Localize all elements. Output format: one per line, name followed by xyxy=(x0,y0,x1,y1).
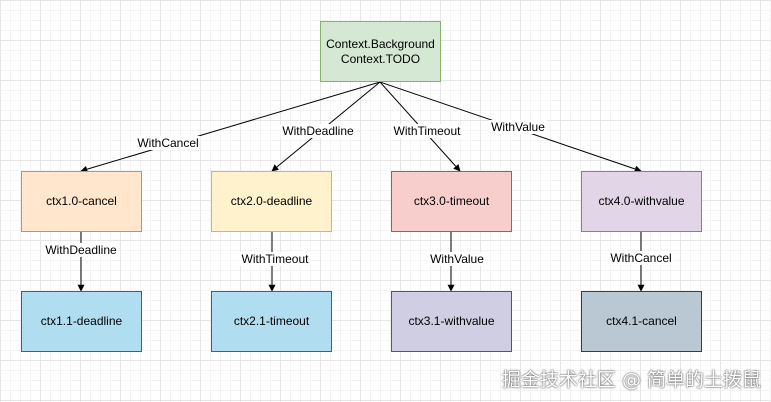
node-root-line2: Context.TODO xyxy=(340,51,421,66)
edge-label-ctx4-0: WithValue xyxy=(489,120,547,134)
edge-label-ctx1-0: WithCancel xyxy=(135,136,201,150)
node-ctx4-0[interactable]: ctx4.0-withvalue xyxy=(581,171,702,232)
edge-label-ctx2-0: WithDeadline xyxy=(280,124,356,138)
node-ctx1-0[interactable]: ctx1.0-cancel xyxy=(21,171,142,232)
node-ctx2-1[interactable]: ctx2.1-timeout xyxy=(211,291,332,352)
node-ctx3-1[interactable]: ctx3.1-withvalue xyxy=(391,291,512,352)
node-root-line1: Context.Background xyxy=(326,36,435,51)
edge-root-ctx1-0 xyxy=(80,81,381,173)
edge-label-ctx3-1: WithValue xyxy=(428,252,486,266)
node-ctx1-1[interactable]: ctx1.1-deadline xyxy=(21,291,142,352)
edge-label-ctx2-1: WithTimeout xyxy=(239,252,311,266)
edge-label-ctx4-1: WithCancel xyxy=(608,251,674,265)
edge-label-ctx3-0: WithTimeout xyxy=(391,124,463,138)
edge-label-ctx1-1: WithDeadline xyxy=(43,243,119,257)
node-ctx3-0[interactable]: ctx3.0-timeout xyxy=(391,171,512,232)
node-root[interactable]: Context.Background Context.TODO xyxy=(320,21,441,82)
node-ctx4-1[interactable]: ctx4.1-cancel xyxy=(581,291,702,352)
watermark: 掘金技术社区 @ 简单的土拨鼠 xyxy=(501,369,761,391)
node-ctx2-0[interactable]: ctx2.0-deadline xyxy=(211,171,332,232)
